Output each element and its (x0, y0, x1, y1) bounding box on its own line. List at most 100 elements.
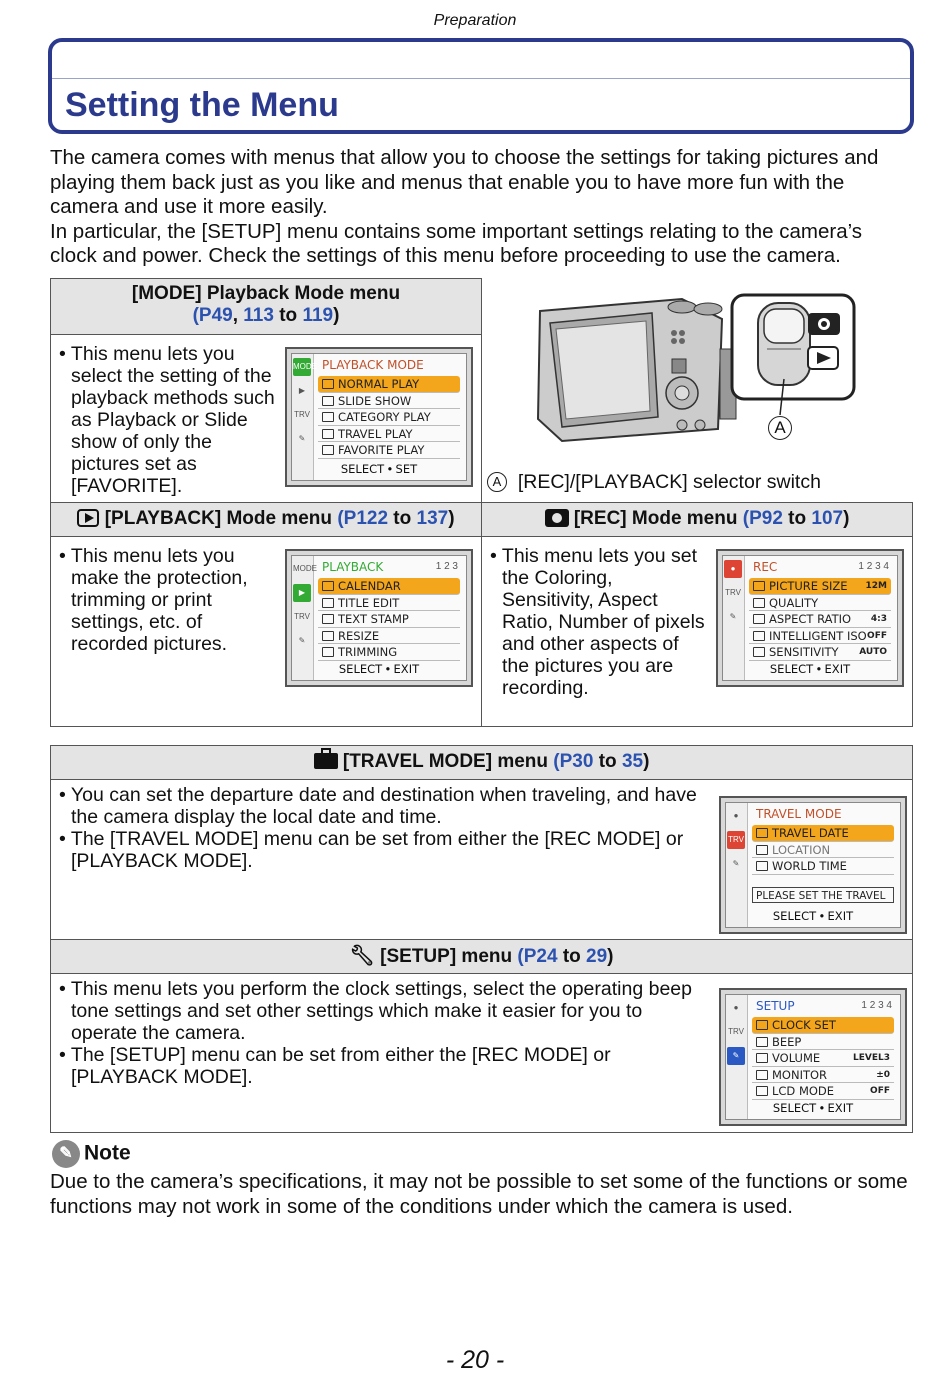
travel-bullet-2: • The [TRAVEL MODE] menu can be set from… (59, 828, 684, 872)
playback-menu-text: • This menu lets you make the protection… (59, 545, 248, 655)
title-rule (52, 78, 910, 79)
callout-a: A (768, 415, 792, 440)
playback-menu-title: [PLAYBACK] Mode menu (104, 508, 333, 529)
screen-tabs: MODE ▶ TRV ✎ (292, 354, 317, 480)
playback-icon (77, 509, 100, 527)
camera-icon (544, 509, 569, 527)
screen-page: 1 2 3 4 (858, 561, 889, 572)
travel-setup-table: [TRAVEL MODE] menu (P30 to 35) • You can… (50, 745, 913, 1133)
rec-menu-body: • This menu lets you set the Coloring, S… (481, 536, 913, 727)
ref-link[interactable]: P49 (198, 305, 233, 326)
screen-tabs: ● TRV ✎ (726, 995, 748, 1119)
mode-menu-body: • This menu lets you select the setting … (50, 334, 482, 503)
suitcase-icon (313, 748, 338, 769)
caption-marker: A (487, 471, 507, 492)
note-heading: ✎Note (52, 1140, 131, 1168)
setup-menu-header: 🔧︎ [SETUP] menu (P24 to 29) (50, 939, 913, 974)
wrench-icon: 🔧︎ (349, 945, 375, 967)
rec-menu-text: • This menu lets you set the Coloring, S… (490, 545, 705, 699)
travel-menu-text: • You can set the departure date and des… (55, 784, 705, 872)
screen-item: LOCATION (752, 842, 894, 858)
mode-menu-title: [MODE] Playback Mode menu (131, 283, 401, 304)
screen-item: NORMAL PLAY (318, 376, 460, 393)
screen-item: SLIDE SHOW (318, 393, 460, 409)
intro-text: The camera comes with menus that allow y… (50, 146, 914, 269)
screen-title: PLAYBACK MODE (322, 358, 424, 372)
caption-text: [REC]/[PLAYBACK] selector switch (517, 470, 821, 493)
mode-menu-screen: MODE ▶ TRV ✎ PLAYBACK MODE NORMAL PLAY S… (285, 347, 473, 487)
screen-tabs: ● TRV ✎ (726, 803, 748, 927)
screen-title: SETUP (756, 999, 795, 1013)
screen-title: PLAYBACK (322, 560, 384, 574)
intro-paragraph-2: In particular, the [SETUP] menu contains… (50, 219, 863, 268)
ref-link[interactable]: 137 (416, 508, 449, 529)
screen-item: MONITOR±0 (752, 1067, 894, 1083)
camera-illustration (536, 293, 856, 442)
setup-menu-title: [SETUP] menu (380, 946, 513, 967)
screen-item: WORLD TIME (752, 858, 894, 875)
ref-link[interactable]: 107 (811, 508, 844, 529)
travel-menu-header: [TRAVEL MODE] menu (P30 to 35) (50, 745, 913, 780)
screen-item: CLOCK SET (752, 1017, 894, 1034)
screen-page: 1 2 3 (435, 561, 458, 572)
screen-tabs: MODE ▶ TRV ✎ (292, 556, 317, 680)
setup-menu-text: • This menu lets you perform the clock s… (55, 978, 705, 1088)
section-label: Preparation (433, 12, 517, 29)
travel-menu-body: • You can set the departure date and des… (50, 779, 913, 940)
ref-link[interactable]: P92 (749, 508, 783, 529)
screen-footer: SELECT • EXIT (772, 1101, 854, 1115)
screen-item: TRAVEL DATE (752, 825, 894, 842)
ref-link[interactable]: 35 (621, 751, 644, 772)
setup-bullet-2: • The [SETUP] menu can be set from eithe… (59, 1044, 611, 1088)
intro-paragraph-1: The camera comes with menus that allow y… (50, 146, 879, 218)
screen-item: TITLE EDIT (318, 595, 460, 611)
screen-item: TRIMMING (318, 644, 460, 661)
menus-table: [MODE] Playback Mode menu (P49, 113 to 1… (50, 278, 913, 727)
screen-item: CALENDAR (318, 578, 460, 595)
travel-menu-screen: ● TRV ✎ TRAVEL MODE TRAVEL DATE LOCATION… (719, 796, 907, 934)
screen-item: FAVORITE PLAY (318, 442, 460, 459)
ref-link[interactable]: P24 (523, 946, 558, 967)
screen-tabs: ● TRV ✎ (723, 556, 745, 680)
title-box: Setting the Menu (48, 38, 914, 134)
ref-link[interactable]: 113 (243, 305, 274, 326)
ref-link[interactable]: P30 (559, 751, 594, 772)
rec-menu-header: [REC] Mode menu (P92 to 107) (481, 502, 913, 537)
screen-footer: SELECT • EXIT (338, 662, 420, 676)
screen-item: BEEP (752, 1034, 894, 1050)
screen-item: RESIZE (318, 628, 460, 644)
screen-footer: SELECT • SET (340, 462, 418, 476)
pencil-icon: ✎ (52, 1140, 80, 1168)
travel-bullet-1: • You can set the departure date and des… (59, 784, 697, 828)
setup-menu-body: • This menu lets you perform the clock s… (50, 973, 913, 1133)
note-text: Due to the camera’s specifications, it m… (50, 1170, 908, 1218)
page-title: Setting the Menu (65, 86, 339, 124)
screen-title: REC (753, 560, 778, 574)
screen-page: 1 2 3 4 (861, 1000, 892, 1011)
rec-menu-title: [REC] Mode menu (573, 508, 738, 529)
screen-item: QUALITY (749, 595, 891, 611)
page-number: - 20 - (445, 1346, 505, 1374)
setup-bullet-1: • This menu lets you perform the clock s… (59, 978, 692, 1044)
setup-menu-screen: ● TRV ✎ SETUP 1 2 3 4 CLOCK SET BEEP VOL… (719, 988, 907, 1126)
camera-caption: A [REC]/[PLAYBACK] selector switch (487, 471, 907, 493)
ref-link[interactable]: 29 (586, 946, 608, 967)
camera-figure-cell: A A [REC]/[PLAYBACK] selector switch (481, 278, 913, 503)
ref-link[interactable]: P122 (343, 508, 389, 529)
screen-message: PLEASE SET THE TRAVEL (752, 886, 894, 903)
screen-item: TRAVEL PLAY (318, 426, 460, 442)
screen-item: TEXT STAMP (318, 611, 460, 628)
screen-item: CATEGORY PLAY (318, 409, 460, 426)
travel-menu-title: [TRAVEL MODE] menu (342, 751, 549, 772)
note-title: Note (84, 1141, 131, 1165)
playback-menu-screen: MODE ▶ TRV ✎ PLAYBACK 1 2 3 CALENDAR TIT… (285, 549, 473, 687)
screen-footer: SELECT • EXIT (769, 662, 851, 676)
mode-menu-header: [MODE] Playback Mode menu (P49, 113 to 1… (50, 278, 482, 335)
ref-link[interactable]: 119 (302, 305, 334, 326)
